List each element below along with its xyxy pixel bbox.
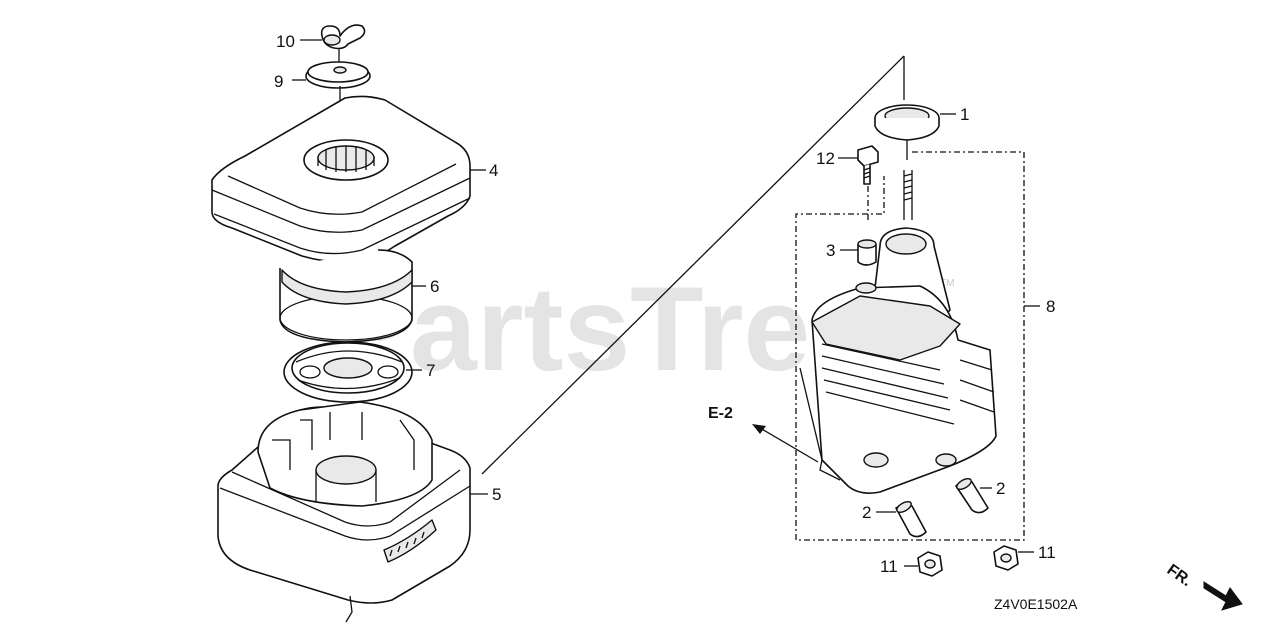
callout-6[interactable]: 6 (430, 277, 439, 296)
connection-line (481, 55, 905, 475)
callout-11b[interactable]: 11 (1038, 543, 1056, 562)
part-8-elbow-assembly[interactable] (799, 170, 997, 494)
front-arrow-icon (1203, 581, 1243, 611)
part-4-cleaner-cover[interactable] (211, 95, 471, 263)
callout-2b[interactable]: 2 (862, 503, 871, 522)
part-2-collar-b[interactable] (895, 500, 927, 538)
callout-7[interactable]: 7 (426, 361, 435, 380)
part-5-cleaner-case[interactable] (217, 401, 471, 623)
reference-e2-arrow[interactable]: E-2 (708, 405, 819, 463)
callout-12[interactable]: 12 (816, 149, 835, 168)
part-7-filter-grid[interactable] (283, 341, 413, 403)
leader-lines (292, 39, 1034, 567)
callout-8[interactable]: 8 (1046, 297, 1055, 316)
callout-4[interactable]: 4 (489, 161, 498, 180)
watermark-text: PartsTree (330, 262, 877, 396)
front-direction-indicator: FR. (1164, 561, 1243, 611)
callout-1[interactable]: 1 (960, 105, 969, 124)
callout-5[interactable]: 5 (492, 485, 501, 504)
callout-2a[interactable]: 2 (996, 479, 1005, 498)
part-3-collar[interactable] (857, 239, 877, 266)
diagram-code: Z4V0E1502A (994, 596, 1078, 612)
reference-label: E-2 (708, 405, 733, 422)
part-1-packing-ring[interactable] (874, 104, 940, 160)
part-10-wing-nut[interactable] (320, 24, 366, 64)
front-direction-label: FR. (1164, 561, 1195, 590)
part-11-nut-b[interactable] (993, 545, 1019, 571)
watermark-trademark: TM (940, 278, 954, 289)
assembly-bracket-8 (795, 151, 1025, 541)
callout-11a[interactable]: 11 (880, 557, 898, 576)
part-11-nut-a[interactable] (917, 551, 943, 577)
callout-9[interactable]: 9 (274, 72, 283, 91)
part-6-filter-element[interactable] (279, 249, 413, 343)
part-12-bolt[interactable] (857, 145, 879, 220)
part-2-collar-a[interactable] (955, 477, 989, 514)
callout-3[interactable]: 3 (826, 241, 835, 260)
callout-10[interactable]: 10 (276, 32, 295, 51)
